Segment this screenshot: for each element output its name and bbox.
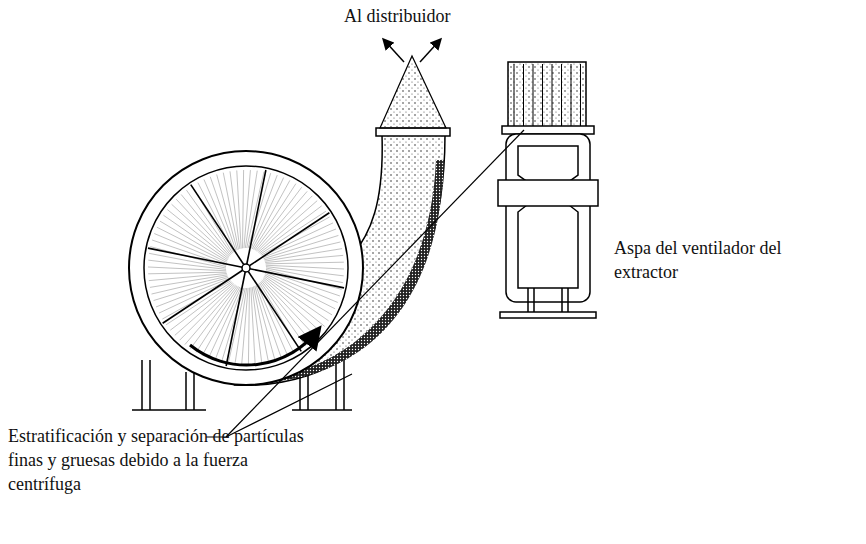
stroke <box>265 255 343 262</box>
stroke <box>148 248 246 268</box>
stroke <box>264 277 325 326</box>
stroke <box>246 268 344 288</box>
stroke <box>266 265 344 269</box>
stroke <box>252 287 262 365</box>
stroke <box>580 64 581 126</box>
stroke <box>257 285 288 357</box>
stroke <box>266 262 344 264</box>
stroke <box>260 282 305 346</box>
annotation-label: Al distribuidor <box>344 4 484 28</box>
stroke <box>228 288 245 364</box>
stroke <box>561 64 562 126</box>
annotation-label: Estratificación y separación de partícul… <box>8 424 308 496</box>
stroke <box>251 287 255 365</box>
stroke <box>248 173 271 248</box>
duct-collar <box>376 128 450 136</box>
stroke <box>262 280 316 337</box>
stroke <box>159 280 230 313</box>
stroke <box>204 179 235 251</box>
stroke <box>262 223 333 256</box>
stroke <box>191 185 246 268</box>
stroke <box>246 268 301 351</box>
fan-housing <box>129 151 363 385</box>
stroke <box>176 199 230 256</box>
stroke <box>552 64 553 126</box>
stroke <box>542 64 543 126</box>
leader-lines <box>206 130 524 437</box>
rotation-arrow <box>190 330 318 365</box>
stroke <box>246 170 266 268</box>
stroke <box>243 170 244 248</box>
stroke <box>248 288 249 366</box>
annotation-label: Aspa del ventilador del extractor <box>614 236 804 284</box>
stroke <box>514 64 515 126</box>
stroke <box>148 267 226 271</box>
stroke <box>571 64 572 126</box>
stroke <box>170 283 232 330</box>
stroke <box>163 268 246 323</box>
stroke <box>247 172 264 248</box>
stroke <box>246 213 329 268</box>
stroke <box>230 171 240 249</box>
stroke <box>167 210 228 259</box>
stroke <box>221 288 244 363</box>
stroke <box>237 170 241 248</box>
stroke <box>523 64 524 126</box>
stroke <box>190 286 237 349</box>
stroke <box>148 272 226 274</box>
stroke <box>149 274 227 281</box>
distributor-cone <box>380 56 446 128</box>
stroke <box>226 268 246 366</box>
stroke <box>255 187 302 250</box>
stroke <box>533 64 534 126</box>
stroke <box>259 206 321 253</box>
stroke <box>256 191 307 250</box>
fan-blade <box>498 62 598 318</box>
stroke <box>185 285 236 344</box>
stroke <box>186 190 231 254</box>
